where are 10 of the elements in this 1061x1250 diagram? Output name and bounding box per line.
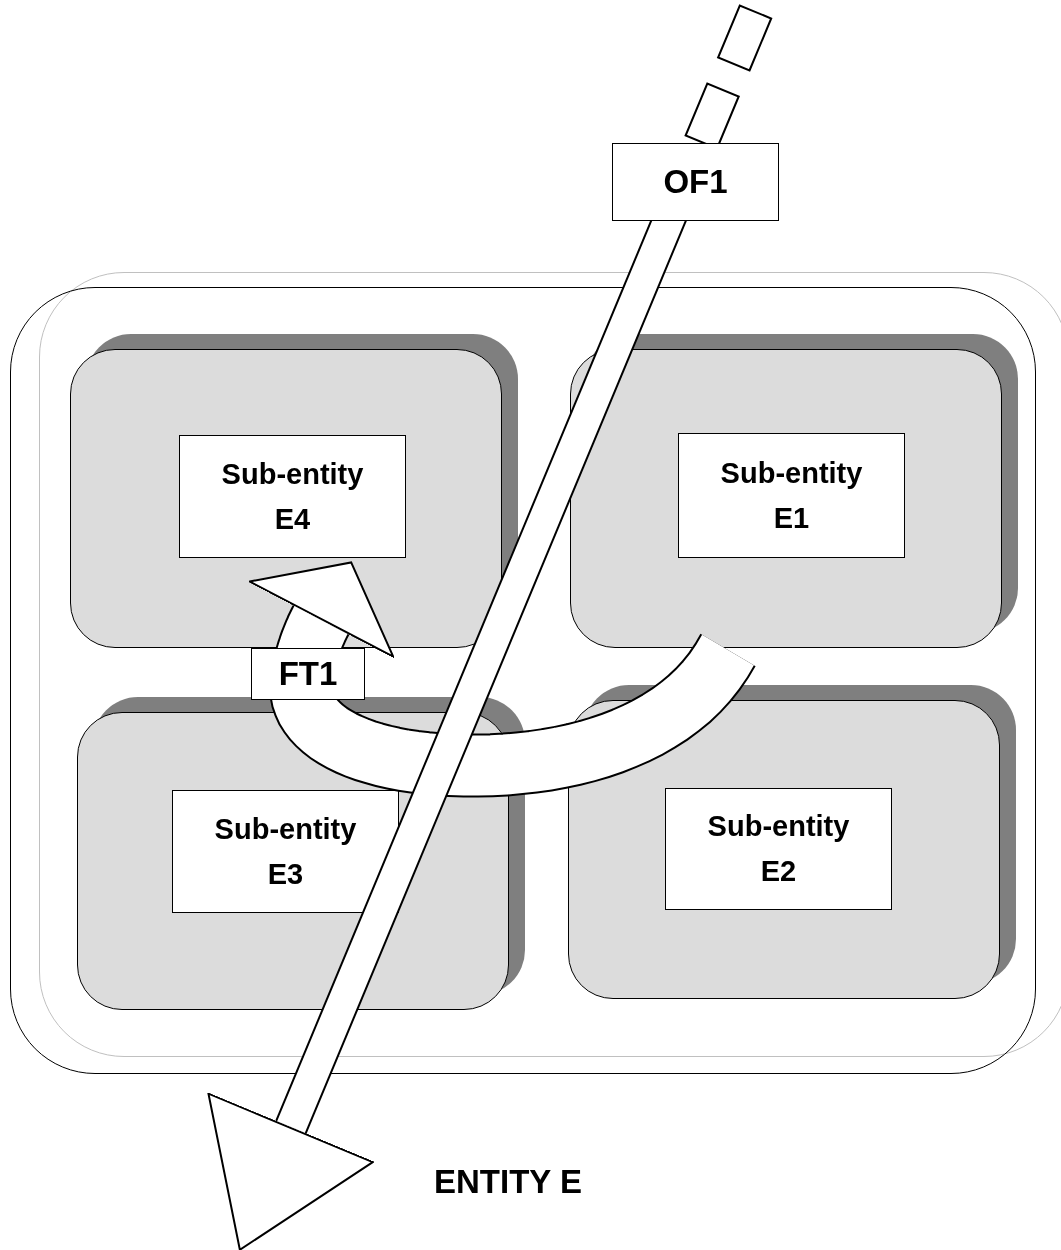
- entity-title: ENTITY E: [434, 1163, 582, 1201]
- entity-name: Sub-entity E3: [213, 811, 358, 892]
- entity-name: Sub-entity E4: [220, 456, 365, 537]
- entity-name: Sub-entity E2: [706, 809, 851, 889]
- entity-box: [678, 433, 905, 558]
- entity-box: [172, 790, 399, 913]
- entity-box: [665, 788, 892, 910]
- entity-name: Sub-entity E1: [719, 455, 864, 536]
- edge-label: FT1: [251, 648, 365, 700]
- entity-box: [179, 435, 406, 558]
